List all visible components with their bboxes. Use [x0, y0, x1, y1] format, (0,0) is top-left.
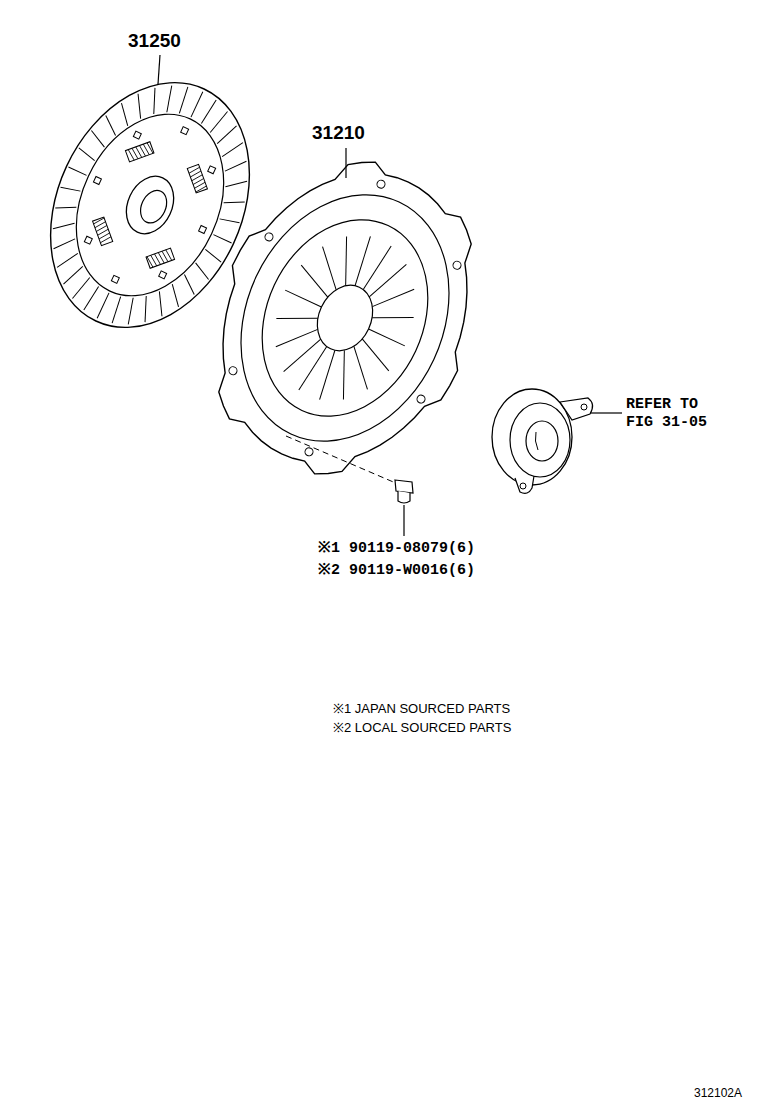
bolt-drawing: [286, 436, 413, 503]
footnote: ※2 LOCAL SOURCED PARTS: [333, 720, 511, 736]
part-number: ※1 90119-08079(6): [318, 540, 475, 558]
release-bearing-drawing: [492, 389, 593, 493]
part-number: ※2 90119-W0016(6): [318, 562, 475, 580]
callout-number: 31210: [312, 122, 365, 145]
figure-code: 312102A: [694, 1086, 742, 1100]
callout-number: 31250: [128, 30, 181, 53]
leader-lines: [158, 55, 622, 536]
footnote: ※1 JAPAN SOURCED PARTS: [333, 701, 510, 717]
pressure-plate-drawing: [167, 126, 522, 510]
reference-note: REFER TO FIG 31-05: [626, 396, 722, 432]
